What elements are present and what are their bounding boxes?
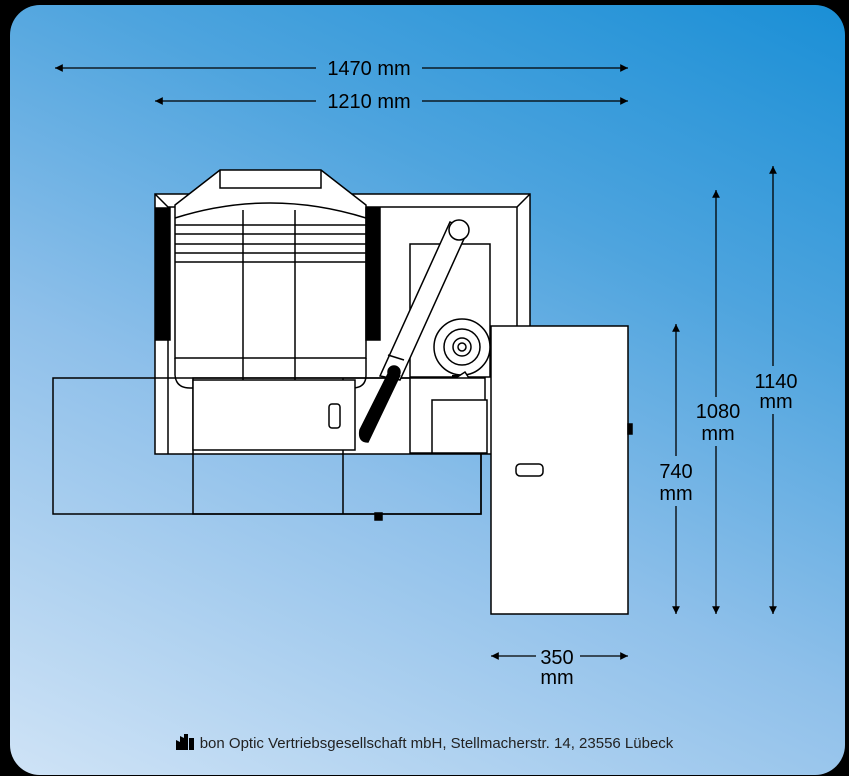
dimension-1080-label: 1080 (696, 401, 741, 423)
dimension-1080-unit: mm (701, 423, 734, 445)
dimension-740-label: 740 (659, 461, 692, 483)
dimension-1210-label: 1210 mm (327, 91, 410, 113)
cabinet-handle (515, 463, 544, 477)
machine-outline (52, 169, 633, 615)
dimension-1210: 1210 mm (155, 91, 628, 113)
dimension-1470: 1470 mm (55, 58, 628, 80)
drawer-handle (328, 403, 341, 429)
hood (174, 169, 367, 359)
dimension-1080: 1080 mm (696, 190, 741, 614)
side-cabinet (490, 325, 629, 615)
dimension-1140-unit: mm (759, 391, 792, 413)
factory-icon (175, 734, 194, 750)
dimension-740: 740 mm (659, 323, 693, 614)
dimension-350: 350 mm (490, 647, 628, 689)
dimension-1470-label: 1470 mm (327, 58, 410, 80)
dimension-1140: 1140 mm (754, 166, 798, 614)
dimension-350-label: 350 (540, 647, 573, 669)
footer: bon Optic Vertriebsgesellschaft mbH, Ste… (0, 734, 849, 754)
dimension-1140-label: 1140 (754, 371, 797, 393)
drawer (192, 379, 356, 451)
dimension-740-unit: mm (659, 483, 692, 505)
dimension-350-unit: mm (540, 667, 573, 689)
footer-text: bon Optic Vertriebsgesellschaft mbH, Ste… (199, 735, 674, 752)
